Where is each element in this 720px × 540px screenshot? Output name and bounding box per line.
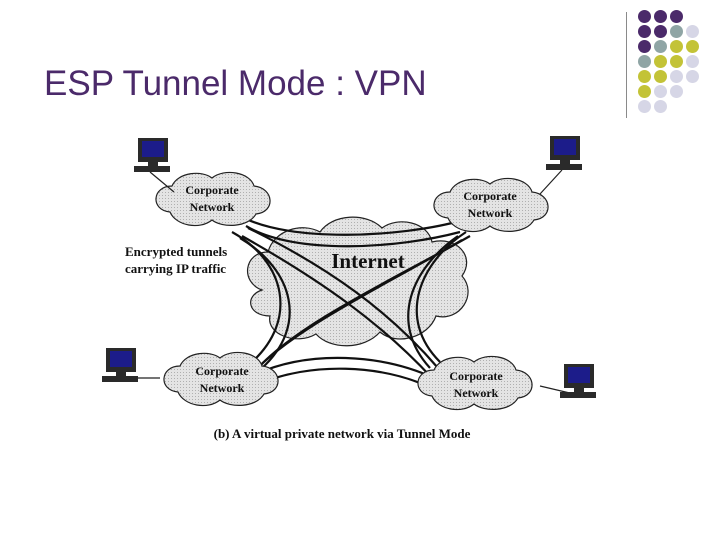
decorative-dot	[638, 85, 651, 98]
tunnel-label-line1: Encrypted tunnels	[125, 244, 227, 259]
network-label-line1: Corporate	[195, 364, 249, 378]
decorative-dot	[686, 25, 699, 38]
computer-icon	[546, 136, 582, 170]
decorative-dot	[654, 40, 667, 53]
decorative-dot	[654, 70, 667, 83]
network-label-line1: Corporate	[449, 369, 503, 383]
decorative-dot	[670, 85, 683, 98]
tunnel-label-line2: carrying IP traffic	[125, 261, 226, 276]
decorative-dot	[638, 55, 651, 68]
computer-icon	[102, 348, 138, 382]
title-divider	[626, 12, 627, 118]
decorative-dot	[654, 25, 667, 38]
decorative-dot	[638, 70, 651, 83]
decorative-dot	[638, 40, 651, 53]
decorative-dot	[654, 85, 667, 98]
decorative-dot	[670, 25, 683, 38]
decorative-dot	[686, 70, 699, 83]
network-label-line2: Network	[468, 206, 513, 220]
corporate-network-top-left: Corporate Network	[155, 171, 271, 227]
computer-icon	[134, 138, 170, 172]
corporate-network-bottom-left: Corporate Network	[163, 351, 279, 407]
corporate-network-bottom-right: Corporate Network	[417, 355, 533, 411]
decorative-dot	[670, 70, 683, 83]
network-label-line2: Network	[200, 381, 245, 395]
network-label-line1: Corporate	[463, 189, 517, 203]
decorative-dot	[670, 55, 683, 68]
decorative-dot	[686, 55, 699, 68]
network-label-line2: Network	[454, 386, 499, 400]
slide-title: ESP Tunnel Mode : VPN	[44, 64, 427, 103]
decorative-dot-grid	[638, 10, 720, 120]
decorative-dot	[654, 10, 667, 23]
decorative-dot	[670, 10, 683, 23]
internet-cloud: Internet	[246, 216, 469, 347]
decorative-dot	[638, 100, 651, 113]
decorative-dot	[686, 40, 699, 53]
decorative-dot	[638, 25, 651, 38]
encrypted-tunnels	[231, 215, 471, 389]
corporate-network-top-right: Corporate Network	[433, 177, 549, 233]
decorative-dot	[654, 55, 667, 68]
diagram-caption: (b) A virtual private network via Tunnel…	[214, 426, 471, 441]
decorative-dot	[670, 40, 683, 53]
decorative-dot	[654, 100, 667, 113]
computer-icon	[560, 364, 596, 398]
decorative-dot	[638, 10, 651, 23]
internet-label: Internet	[331, 249, 404, 273]
network-label-line2: Network	[190, 200, 235, 214]
network-label-line1: Corporate	[185, 183, 239, 197]
